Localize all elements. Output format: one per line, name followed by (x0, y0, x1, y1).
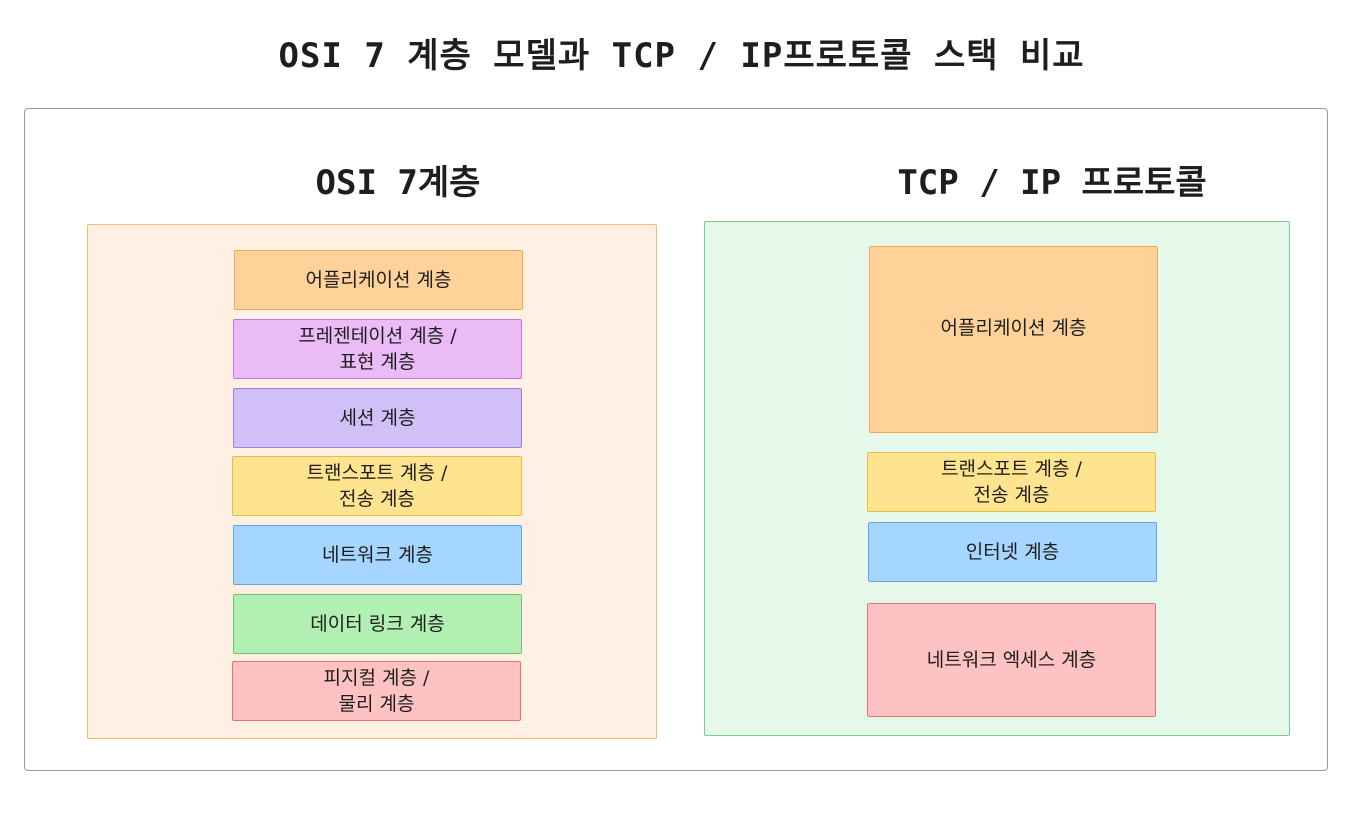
osi-presentation-layer: 프레젠테이션 계층 / 표현 계층 (233, 319, 522, 379)
tcpip-network-access-layer: 네트워크 엑세스 계층 (867, 603, 1156, 717)
tcpip-transport-layer: 트랜스포트 계층 / 전송 계층 (867, 452, 1156, 512)
tcpip-heading: TCP / IP 프로토콜 (897, 163, 1207, 203)
osi-network-layer: 네트워크 계층 (233, 525, 522, 585)
osi-data-link-layer: 데이터 링크 계층 (233, 594, 522, 654)
osi-session-layer: 세션 계층 (233, 388, 522, 448)
osi-application-layer: 어플리케이션 계층 (234, 250, 523, 310)
osi-physical-layer: 피지컬 계층 / 물리 계층 (232, 661, 521, 721)
osi-transport-layer: 트랜스포트 계층 / 전송 계층 (232, 456, 522, 516)
tcpip-internet-layer: 인터넷 계층 (868, 522, 1157, 582)
diagram-title: OSI 7 계층 모델과 TCP / IP프로토콜 스택 비교 (278, 36, 1085, 76)
osi-heading: OSI 7계층 (315, 163, 481, 203)
tcpip-application-layer: 어플리케이션 계층 (869, 246, 1158, 433)
